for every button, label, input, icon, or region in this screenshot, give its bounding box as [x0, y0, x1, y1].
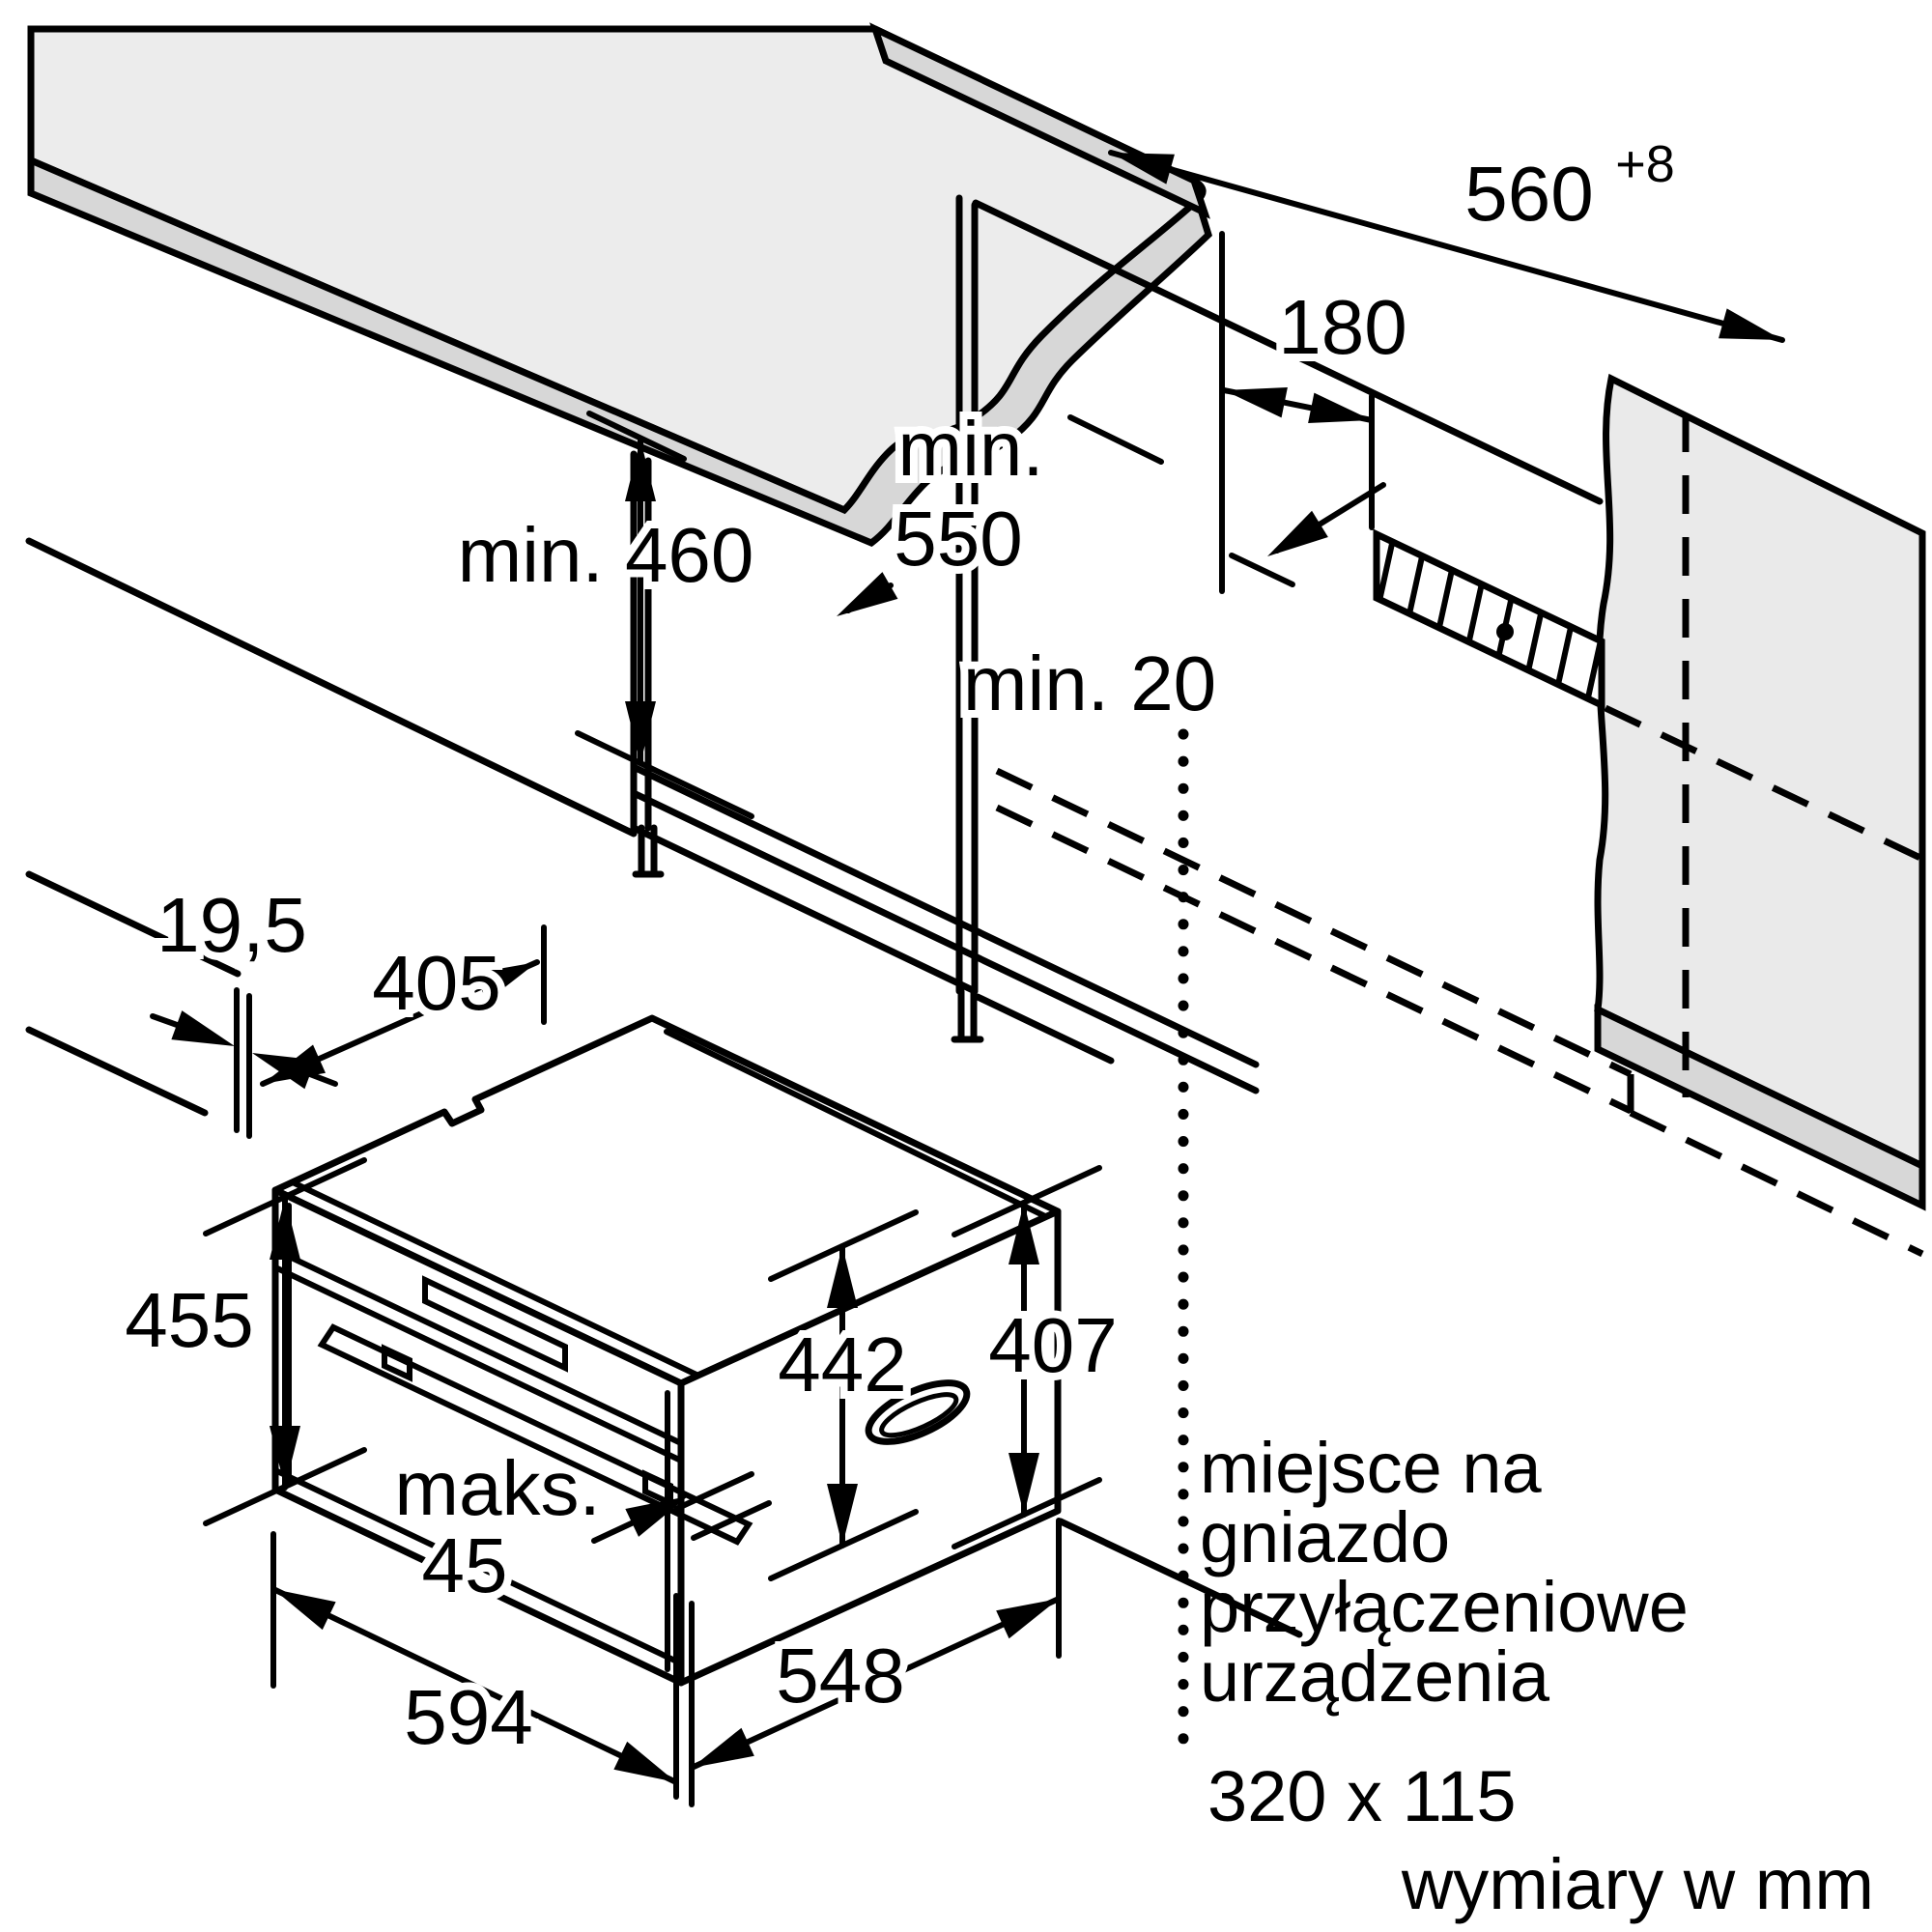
dimension-560: 560 +8	[1106, 129, 1787, 355]
dimension-min460: min. 460	[450, 411, 761, 819]
niche-floor-rear-dashed-3	[1629, 1109, 1924, 1258]
label-rear-gap: min. 20	[963, 640, 1216, 726]
label-front-height: 455	[125, 1277, 253, 1363]
socket-recess-block	[1373, 528, 1605, 711]
label-height-min: min. 460	[458, 512, 754, 598]
socket-recess	[1373, 528, 1605, 711]
niche-floor-bottom-edge	[632, 790, 1260, 1094]
floor-line-upper	[25, 537, 638, 838]
oven-display	[422, 1275, 568, 1373]
label-socket-offset: 180	[1278, 284, 1406, 370]
cabinet-right-leg	[951, 987, 984, 1043]
handle-foot-left	[382, 1344, 412, 1382]
dimension-min550: min. 550	[829, 398, 1164, 630]
socket-note-line-4: urządzenia	[1200, 1636, 1550, 1717]
socket-note-line-5: 320 x 115	[1208, 1756, 1517, 1836]
socket-note-line-1: miejsce na	[1200, 1428, 1543, 1508]
wall-plinth-band	[1594, 1004, 1926, 1211]
dimension-594: 594	[267, 1531, 695, 1807]
niche-floor-front-edge	[632, 764, 1260, 1068]
handle-bar	[317, 1323, 753, 1546]
units-note: wymiary w mm	[1401, 1844, 1874, 1924]
dimension-548: 548	[685, 1518, 1065, 1782]
label-niche-width-tolerance: +8	[1615, 135, 1675, 193]
oven-side-grip	[865, 1379, 971, 1445]
oven-top-rear-inner-line	[664, 1029, 1054, 1222]
niche-top-front-edge	[972, 199, 1604, 505]
right-wall	[1594, 373, 1926, 1211]
wall-panel	[1594, 373, 1926, 1172]
floor-line-middle	[25, 870, 242, 978]
dimension-442: 442	[768, 1209, 919, 1581]
label-handle-word: maks.	[394, 1445, 600, 1531]
label-handle-value: 45	[422, 1522, 508, 1608]
label-body-height: 442	[778, 1321, 906, 1407]
countertop-niche-edge-band	[869, 22, 1210, 219]
socket-note: miejsce na gniazdo przyłączeniowe urządz…	[1200, 1428, 1689, 1836]
label-rear-height: 407	[988, 1302, 1117, 1388]
floor-line-lower	[25, 1026, 209, 1117]
oven-control-panel-line-1	[272, 1247, 684, 1446]
cabinet-bottom-edge	[630, 824, 979, 995]
oven-top-frame-line	[290, 1179, 701, 1378]
oven-door-bottom-line	[272, 1467, 684, 1666]
label-niche-width: 560	[1464, 151, 1593, 237]
socket-dot	[1496, 623, 1514, 640]
socket-note-line-2: gniazdo	[1200, 1497, 1450, 1577]
dimension-405: 405	[256, 924, 547, 1098]
oven	[271, 1014, 1062, 1687]
dimension-455: 455	[117, 1157, 367, 1526]
label-depth-min-word: min.	[897, 406, 1043, 492]
niche-floor-rear-dashed-2	[995, 804, 1633, 1115]
oven-control-panel-line-2	[272, 1264, 684, 1463]
label-top-depth: 405	[372, 940, 500, 1026]
cabinet-left-leg	[632, 824, 665, 878]
label-depth-min-value: 550	[894, 496, 1022, 582]
socket-note-line-3: przyłączeniowe	[1200, 1567, 1689, 1647]
label-body-depth: 548	[776, 1633, 904, 1719]
label-top-offset: 19,5	[156, 882, 307, 968]
dimension-407: 407	[952, 1165, 1125, 1549]
niche-floor-rear-dashed-1	[995, 767, 1633, 1078]
dimension-19-5: 19,5	[149, 874, 338, 1139]
label-front-width: 594	[404, 1674, 532, 1760]
dimension-maks45: maks. 45	[386, 1437, 772, 1616]
countertop	[27, 22, 1212, 547]
hidden-niche-lines	[995, 767, 1924, 1258]
dimension-min20: min. 20	[955, 482, 1386, 734]
floor-segment-right-of-cabinet	[974, 993, 1115, 1065]
dimension-180: 180	[1219, 231, 1415, 594]
